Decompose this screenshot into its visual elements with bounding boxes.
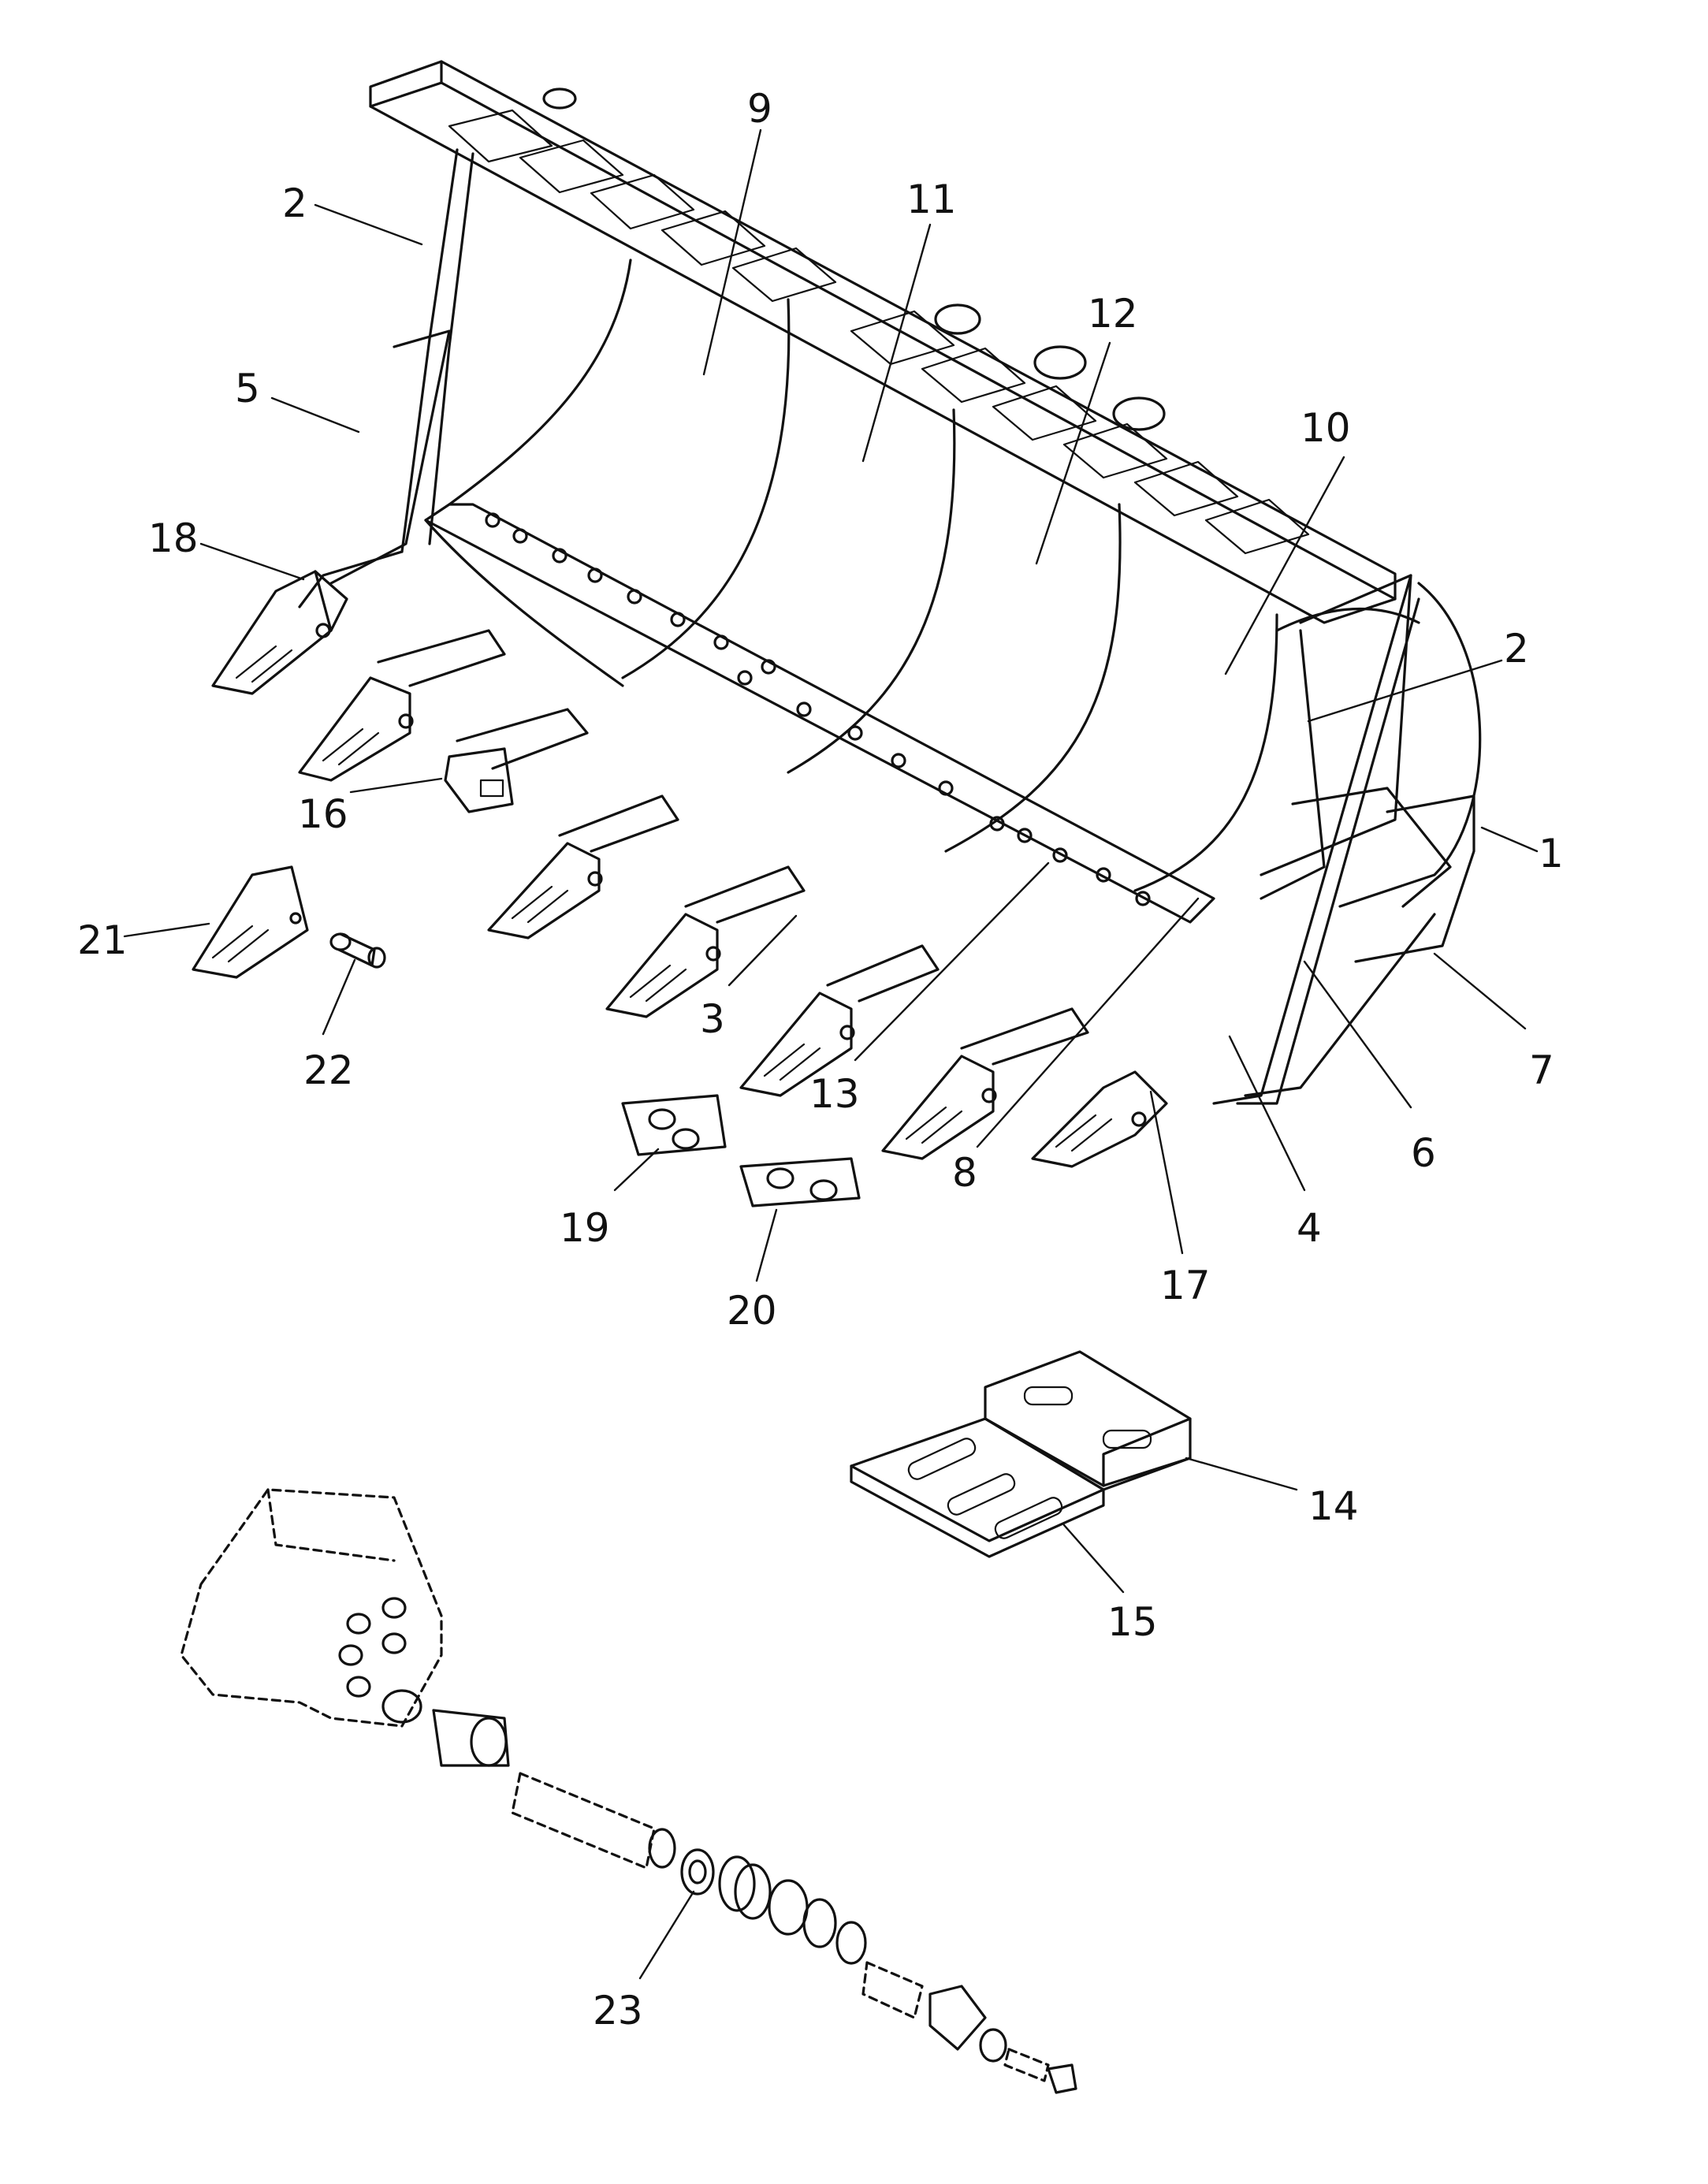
leader-20 — [755, 1208, 778, 1282]
leader-1 — [1480, 826, 1539, 853]
wear-plate-15 — [850, 1417, 1105, 1558]
callout-4: 4 — [1297, 1205, 1322, 1251]
callout-20: 20 — [727, 1288, 777, 1334]
leader-lines — [123, 128, 1539, 1980]
bucket-left-side — [298, 148, 474, 608]
tooth-21 — [192, 865, 309, 979]
tooth-5 — [605, 865, 806, 1018]
callout-16: 16 — [298, 791, 348, 837]
callout-1: 1 — [1539, 831, 1564, 876]
valve-spool — [381, 1689, 676, 1870]
leader-22 — [322, 958, 356, 1036]
leader-18 — [199, 542, 305, 581]
bucket-bowl — [448, 259, 1420, 892]
callout-7: 7 — [1529, 1047, 1554, 1093]
bucket-teeth — [211, 570, 1168, 1168]
callout-5: 5 — [235, 366, 260, 411]
callout-10: 10 — [1301, 405, 1351, 451]
leader-16 — [349, 777, 443, 794]
control-valve-assembly — [180, 1488, 1077, 2094]
callout-15: 15 — [1107, 1599, 1158, 1645]
callout-labels: 1 2 2 3 4 5 6 7 8 9 10 11 12 13 14 15 16… — [77, 86, 1564, 2033]
leader-5 — [270, 396, 360, 433]
leader-13 — [854, 861, 1050, 1062]
leader-2a — [314, 203, 423, 246]
leader-21 — [123, 922, 210, 938]
bucket-right-side — [1212, 574, 1482, 1105]
leader-6 — [1303, 960, 1412, 1109]
bucket-assembly — [211, 60, 1482, 1168]
callout-9: 9 — [747, 86, 772, 132]
pin-22 — [329, 932, 386, 969]
callout-13: 13 — [809, 1071, 860, 1117]
callout-14: 14 — [1308, 1483, 1359, 1529]
leader-23 — [638, 1890, 695, 1980]
bucket-cutting-edge — [424, 503, 1215, 924]
shim-19 — [621, 1094, 727, 1156]
leader-14 — [1185, 1457, 1298, 1491]
leader-3 — [727, 914, 798, 987]
tooth-4 — [487, 794, 679, 939]
tooth-2 — [298, 629, 506, 782]
leader-19 — [613, 1148, 660, 1192]
leader-2b — [1307, 659, 1503, 723]
callout-8: 8 — [952, 1150, 977, 1196]
leader-7 — [1433, 952, 1527, 1030]
leader-4 — [1228, 1035, 1306, 1192]
callout-18: 18 — [148, 515, 199, 561]
shim-20 — [739, 1157, 861, 1207]
leader-10 — [1224, 456, 1345, 675]
callout-2a: 2 — [282, 180, 307, 226]
tooth-3-adapter — [444, 708, 589, 813]
tooth-7 — [881, 1007, 1089, 1160]
leader-11 — [861, 223, 932, 463]
wear-plate-14 — [984, 1350, 1192, 1491]
tooth-1 — [211, 570, 348, 695]
leader-15 — [1062, 1524, 1125, 1594]
tooth-6 — [739, 944, 940, 1097]
leader-12 — [1035, 341, 1111, 565]
tooth-8 — [1031, 1070, 1168, 1168]
callout-6: 6 — [1411, 1130, 1436, 1176]
callout-21: 21 — [77, 917, 128, 963]
callout-17: 17 — [1160, 1263, 1211, 1308]
bucket-top-bar — [369, 60, 1397, 624]
callout-2b: 2 — [1504, 626, 1529, 672]
callout-3: 3 — [700, 996, 725, 1042]
leader-8 — [976, 897, 1200, 1148]
callout-19: 19 — [560, 1205, 610, 1251]
callout-22: 22 — [303, 1047, 354, 1093]
spring-parts — [718, 1855, 1077, 2094]
leader-9 — [702, 128, 762, 376]
leader-17 — [1149, 1090, 1184, 1255]
callout-12: 12 — [1088, 291, 1138, 337]
callout-11: 11 — [906, 177, 957, 222]
callout-23: 23 — [593, 1988, 643, 2033]
valve-body — [180, 1488, 443, 1728]
seal-23 — [680, 1848, 715, 1896]
